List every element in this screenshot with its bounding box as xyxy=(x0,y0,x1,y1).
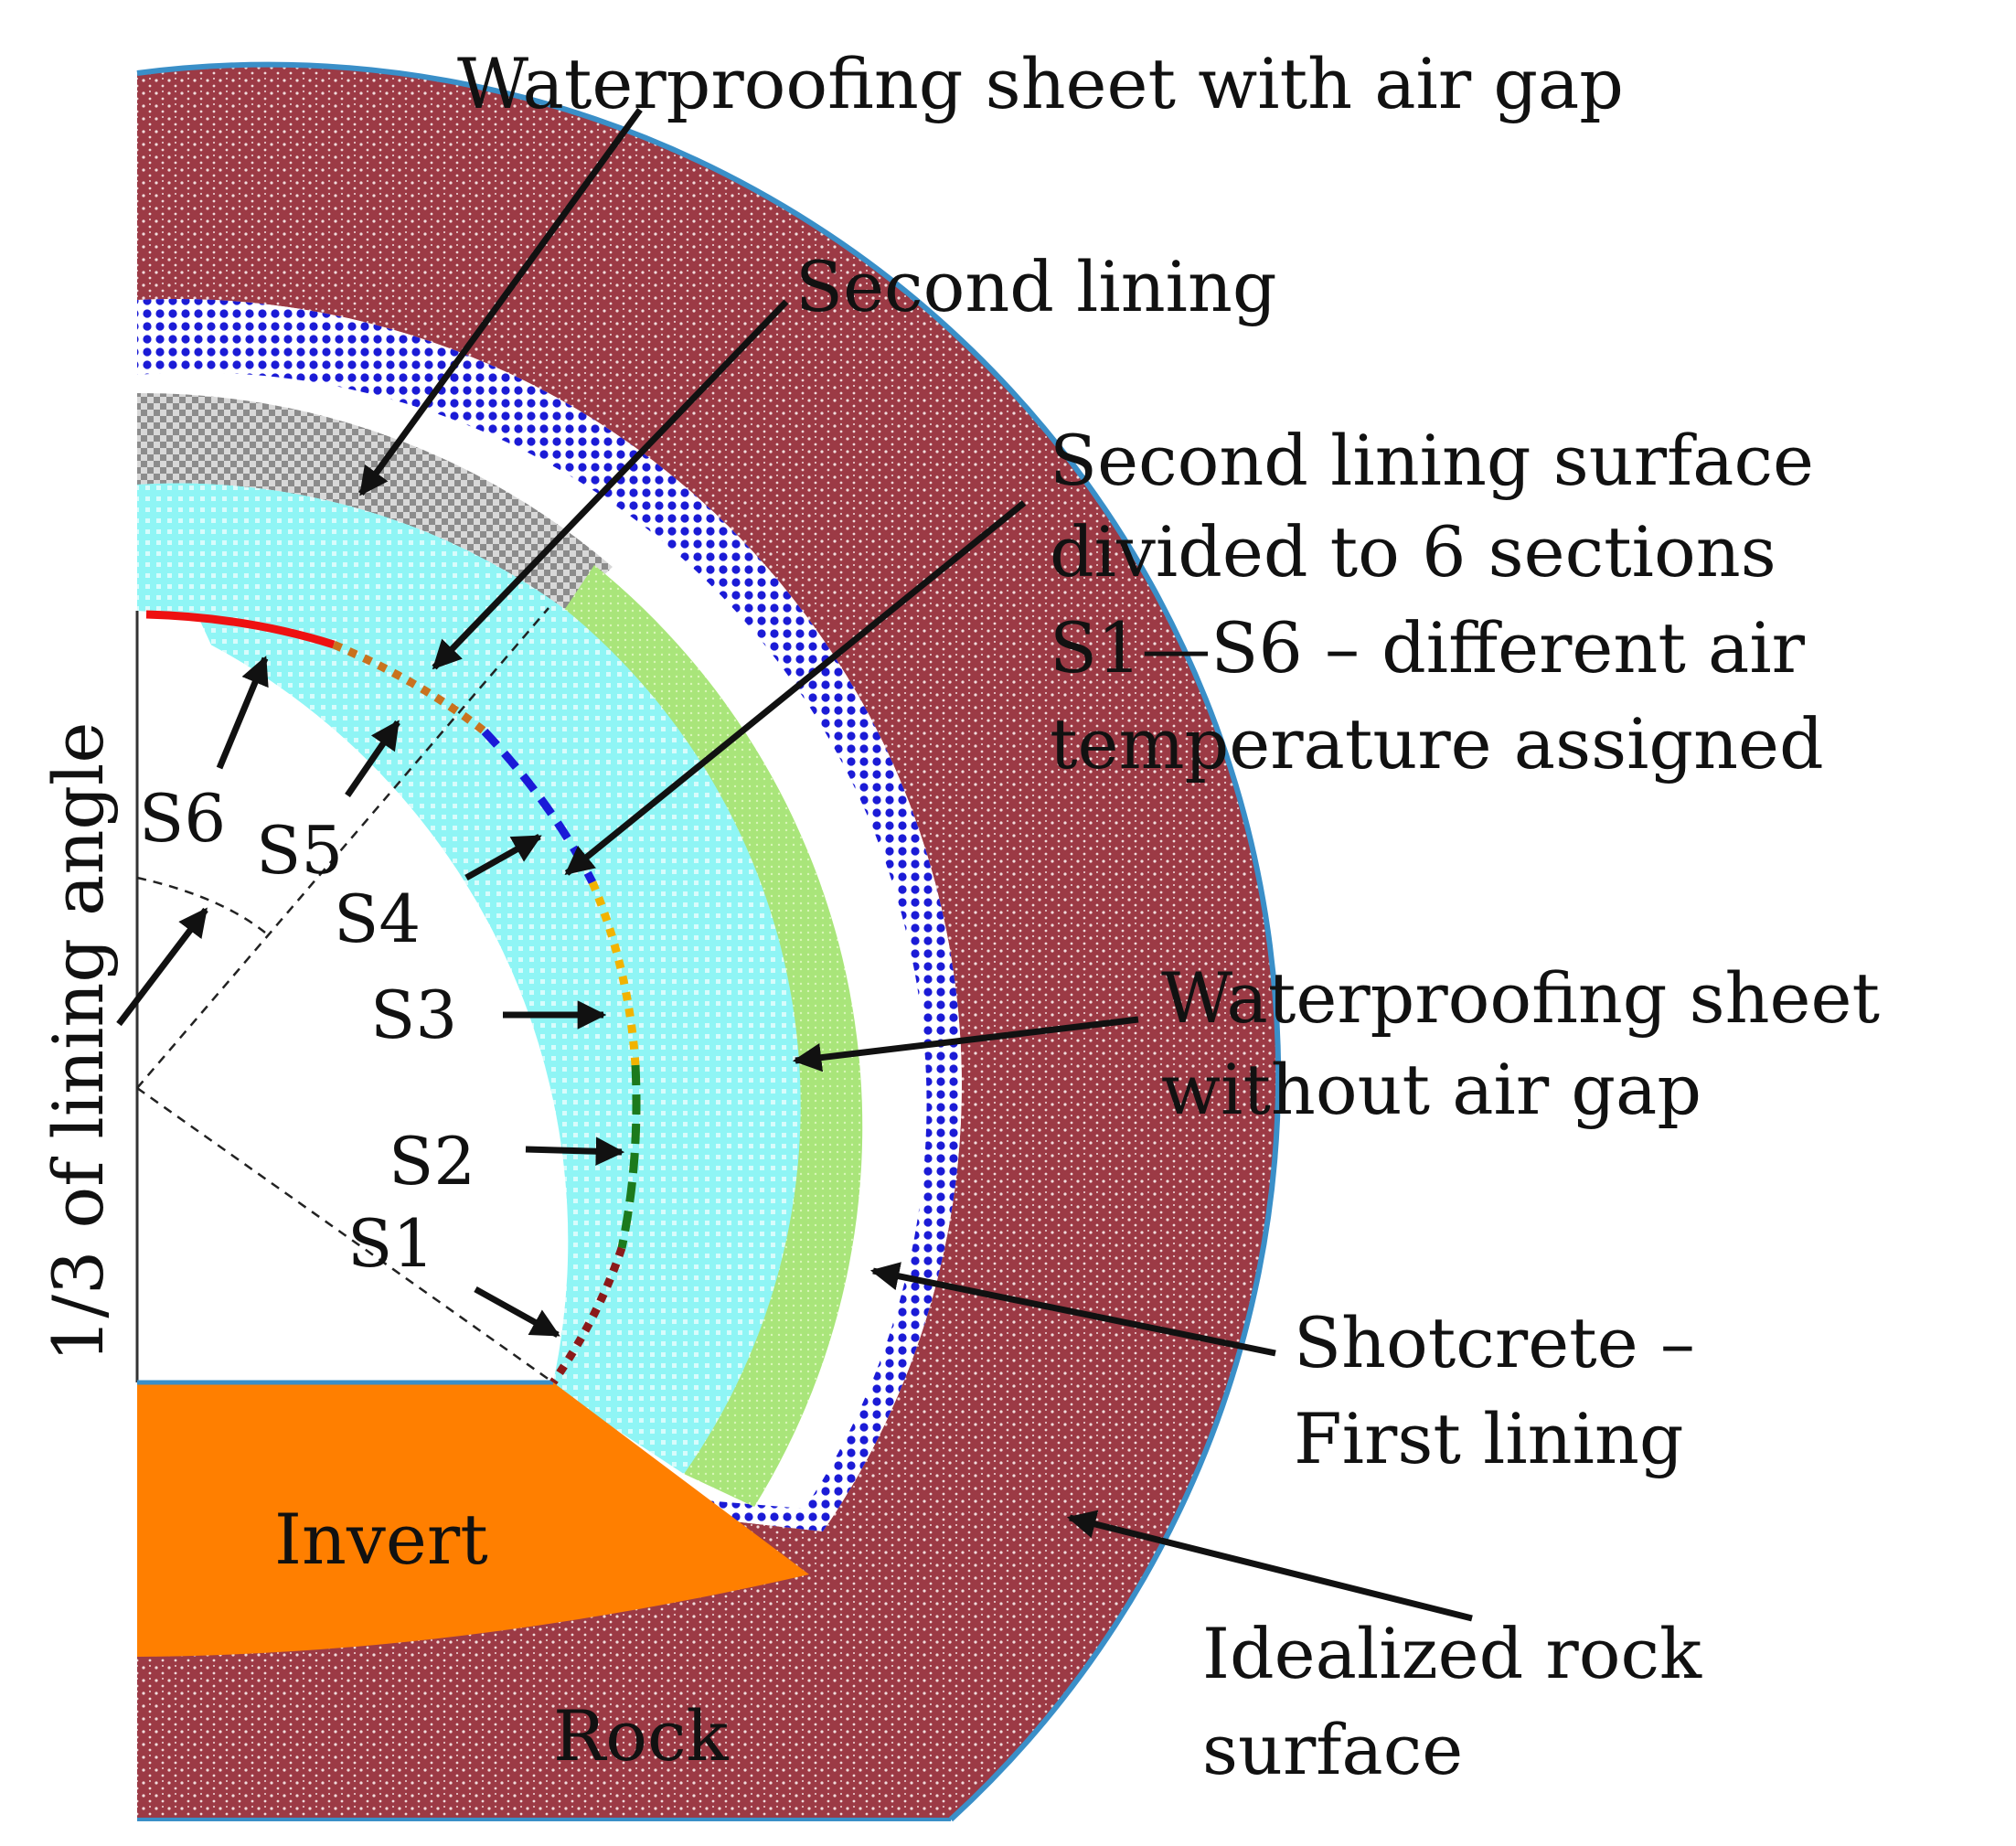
s3-arc xyxy=(588,880,640,1066)
label-second-lining: Second lining xyxy=(795,246,1277,327)
label-sections-line2: divided to 6 sections xyxy=(1050,511,1776,592)
label-s6: S6 xyxy=(139,780,226,857)
label-shotcrete-line2: First lining xyxy=(1294,1398,1684,1479)
shotcrete-layer xyxy=(137,298,962,1531)
label-rock-surface-line1: Idealized rock xyxy=(1202,1613,1702,1694)
label-s2: S2 xyxy=(389,1123,475,1200)
s6-arc xyxy=(145,610,336,649)
label-waterproofing-air-gap: Waterproofing sheet with air gap xyxy=(457,43,1624,124)
label-invert: Invert xyxy=(274,1499,488,1580)
idealized-rock-surface xyxy=(136,61,1282,1822)
label-rock-surface-line2: surface xyxy=(1202,1709,1463,1790)
s5-arc xyxy=(332,640,487,735)
label-rock: Rock xyxy=(553,1695,730,1777)
label-sections-line3: S1—S6 – different air xyxy=(1050,607,1806,688)
waterproofing-air-gap-layer xyxy=(137,392,613,611)
label-s5: S5 xyxy=(256,812,343,889)
label-sections-line1: Second lining surface xyxy=(1050,420,1814,501)
rock-layer xyxy=(137,64,1279,1819)
tunnel-opening xyxy=(137,611,569,1382)
label-sections-line4: temperature assigned xyxy=(1050,703,1824,784)
label-waterproofing-no-gap-line2: without air gap xyxy=(1161,1049,1701,1130)
second-lining-body xyxy=(137,483,801,1474)
waterproofing-no-gap-layer xyxy=(560,565,863,1507)
invert-block xyxy=(137,1382,809,1657)
s2-arc xyxy=(617,1064,641,1249)
label-waterproofing-no-gap-line1: Waterproofing sheet xyxy=(1161,957,1880,1039)
label-s4: S4 xyxy=(334,880,421,957)
pointer-arrows xyxy=(116,107,1473,1622)
angle-lines xyxy=(136,607,554,1384)
label-lining-angle: 1/3 of lining angle xyxy=(37,722,119,1362)
label-s3: S3 xyxy=(370,976,457,1053)
label-shotcrete-line1: Shotcrete – xyxy=(1294,1302,1695,1383)
s1-arc xyxy=(549,1246,626,1385)
label-s1: S1 xyxy=(347,1205,434,1282)
